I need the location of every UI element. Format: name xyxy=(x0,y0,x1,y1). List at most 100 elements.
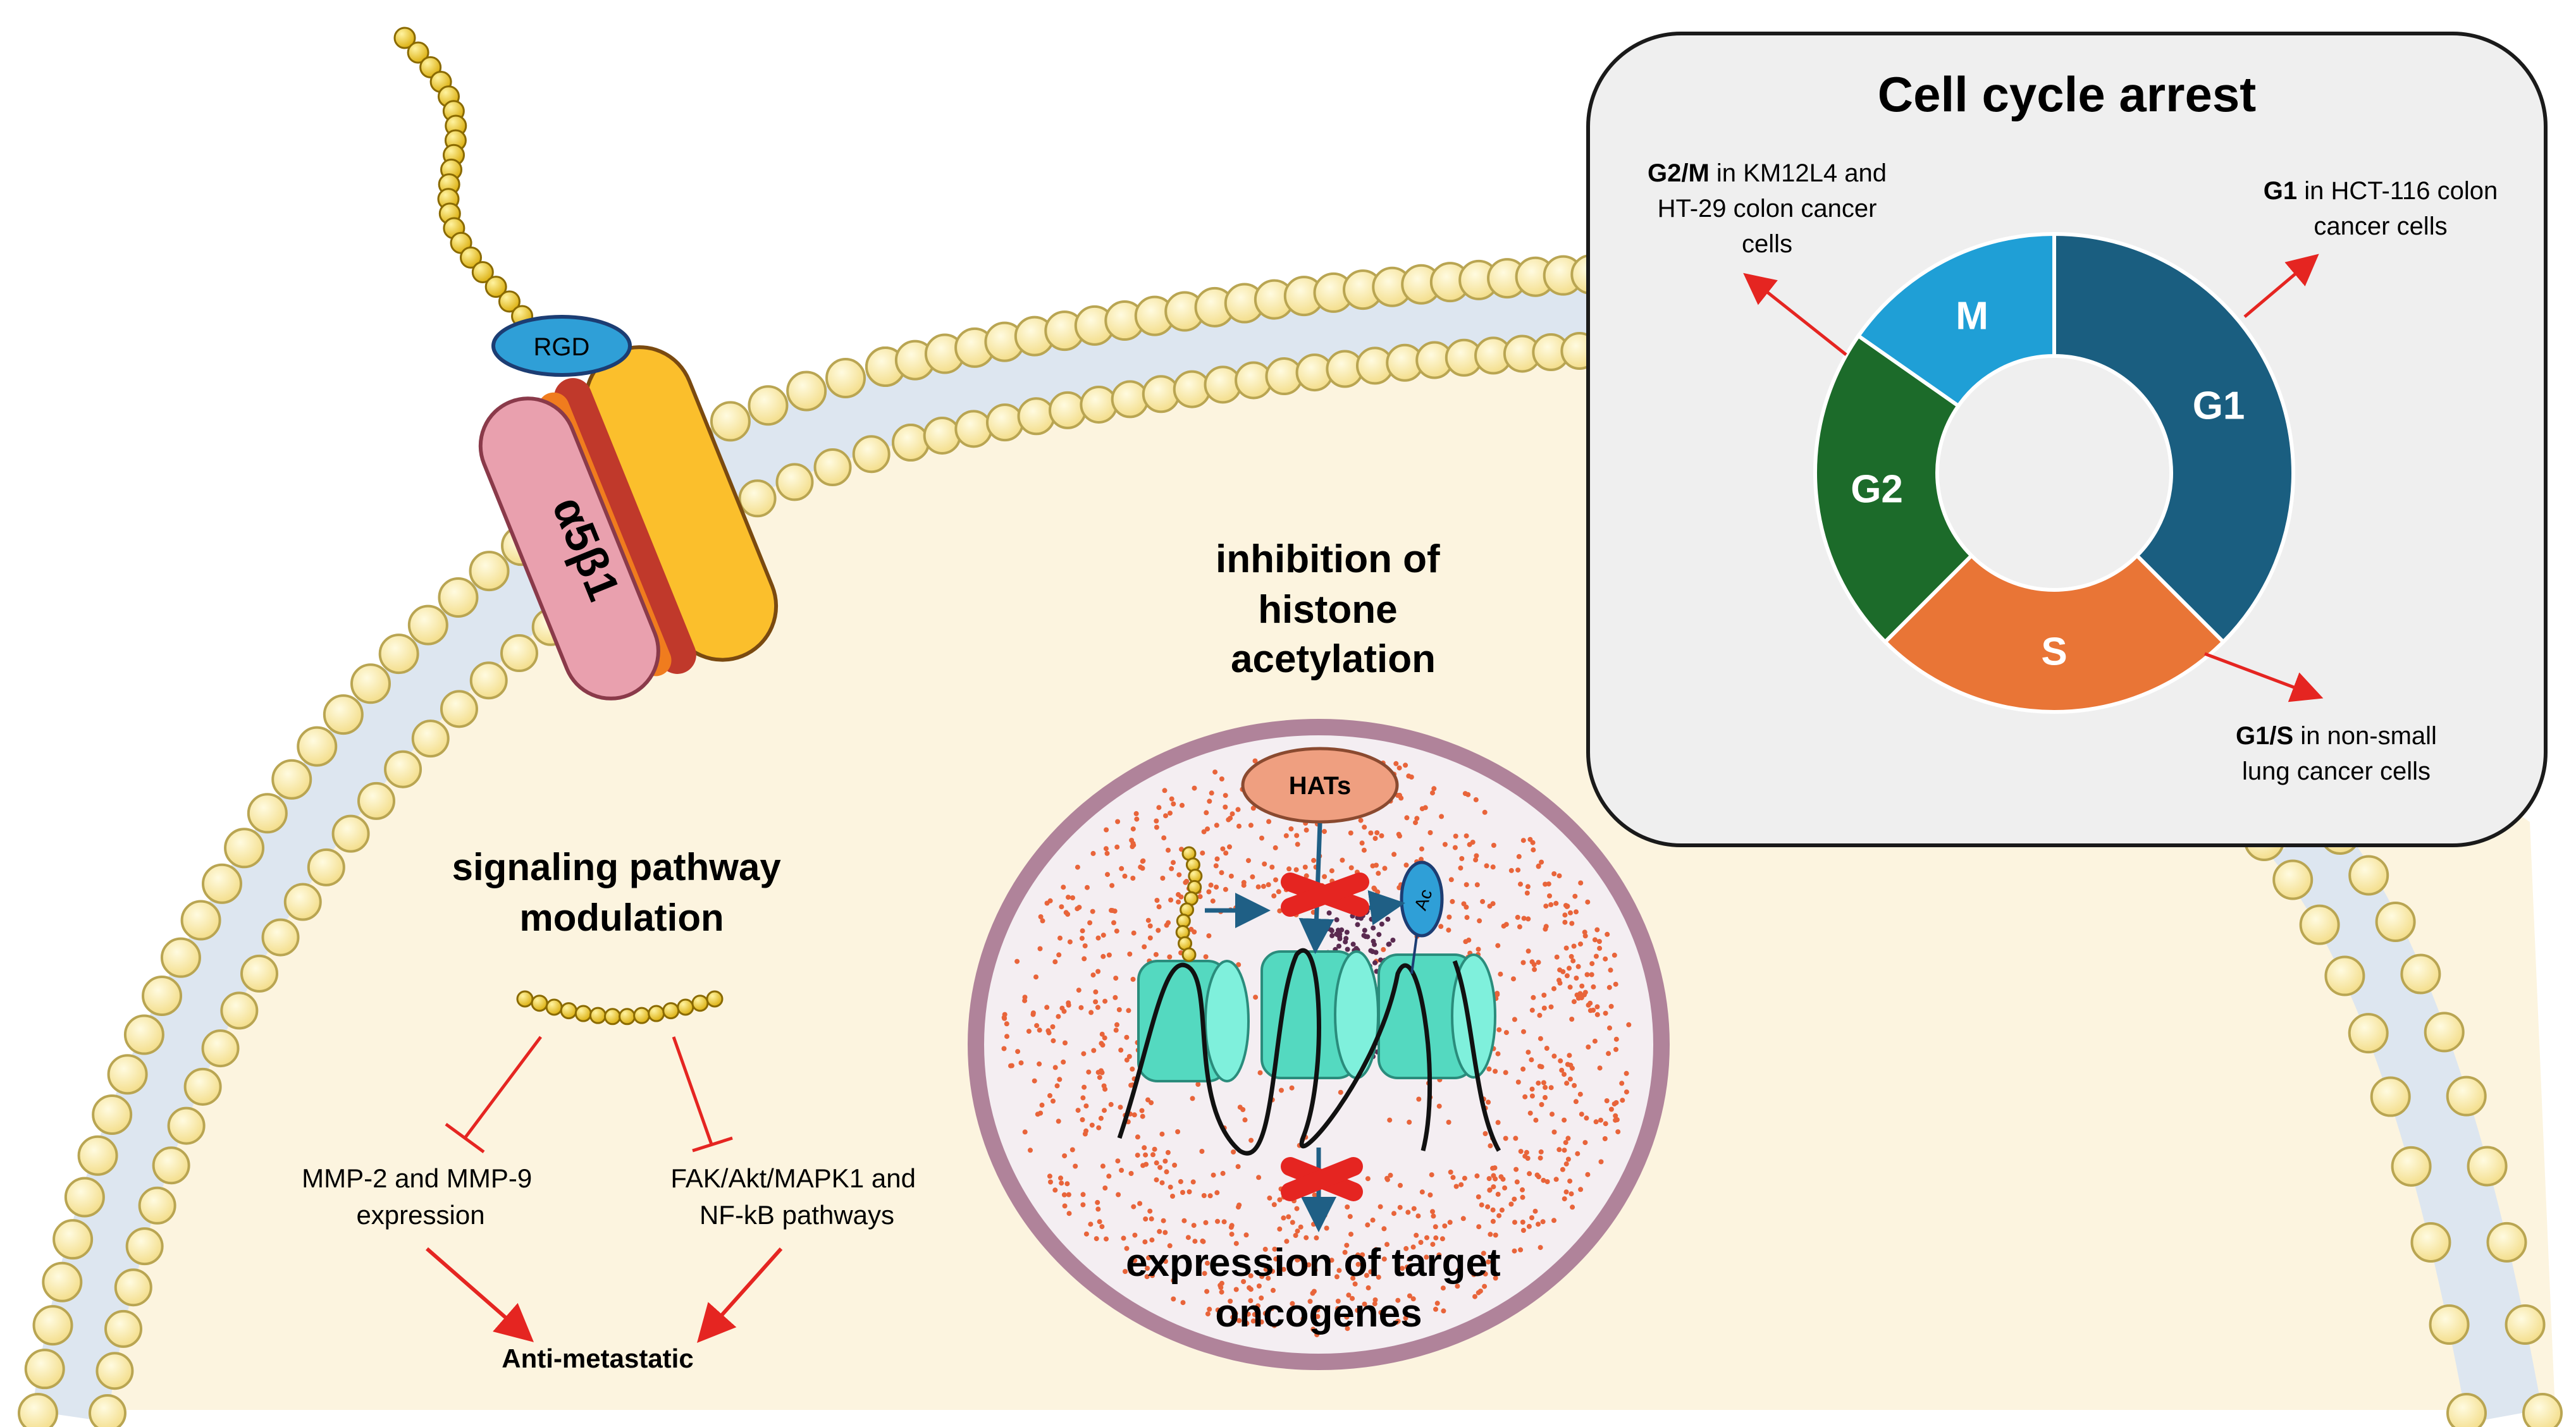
chromatin-dot xyxy=(1479,1202,1484,1208)
chromatin-dot xyxy=(1212,769,1218,775)
chromatin-dot xyxy=(1551,1053,1557,1059)
chromatin-dot xyxy=(1436,1252,1442,1258)
chromatin-dot xyxy=(1493,1069,1498,1074)
lipid-head xyxy=(1142,375,1180,413)
chromatin-dot xyxy=(1102,1086,1108,1092)
chromatin-dot xyxy=(1458,865,1464,871)
chromatin-dot xyxy=(1266,1275,1271,1281)
chromatin-dot xyxy=(1541,1177,1546,1183)
chromatin-dot xyxy=(1344,1314,1350,1320)
chromatin-dot xyxy=(1145,917,1151,923)
chromatin-dot xyxy=(1347,1214,1353,1220)
lipid-heads-right xyxy=(2244,814,2563,1427)
chromatin-dot xyxy=(1142,1239,1148,1245)
chromatin-dot xyxy=(1557,980,1563,986)
chromatin-dot xyxy=(1582,929,1587,935)
chromatin-dot xyxy=(1167,954,1173,960)
lipid-head xyxy=(307,848,345,886)
chromatin-dot xyxy=(1387,1117,1393,1123)
chromatin-dot xyxy=(1585,1172,1591,1177)
chromatin-dot xyxy=(1439,814,1445,819)
chromatin-dot xyxy=(1160,876,1166,881)
chromatin-dot xyxy=(1322,874,1328,879)
chromatin-dot xyxy=(1080,1095,1086,1101)
chromatin-dot xyxy=(1147,1208,1153,1214)
chromatin-dot xyxy=(1540,1219,1546,1225)
chromatin-dot xyxy=(1135,1153,1140,1158)
chromatin-dot xyxy=(1076,988,1082,993)
chromatin-dot xyxy=(1048,1179,1053,1185)
chromatin-dot xyxy=(1090,850,1096,856)
chromatin-dot xyxy=(1490,1218,1496,1224)
chromatin-dot xyxy=(1560,1167,1565,1172)
chromatin-dot xyxy=(1520,1220,1525,1225)
chromatin-dot xyxy=(1598,1117,1603,1123)
chromatin-dot xyxy=(1311,1222,1316,1227)
chromatin-dot xyxy=(1572,893,1578,899)
chromatin-dot xyxy=(1562,1148,1567,1153)
chromatin-dot xyxy=(1130,826,1136,832)
chromatin-dot xyxy=(1543,881,1548,887)
chromatin-dot xyxy=(1220,1170,1226,1176)
chromatin-dot xyxy=(1551,1129,1557,1135)
chromatin-dot xyxy=(1266,882,1271,888)
lipid-head xyxy=(2400,953,2441,995)
chromatin-dot xyxy=(1480,898,1486,904)
chromatin-dot xyxy=(1266,819,1272,824)
chromatin-dot-dark xyxy=(1329,928,1334,934)
peptide-bead xyxy=(471,261,494,284)
lipid-head xyxy=(2446,1393,2487,1427)
chromatin-dot xyxy=(1032,1078,1037,1084)
integrin-alpha-subunit xyxy=(478,396,660,701)
chromatin-dot xyxy=(1108,1101,1114,1107)
phase-segment-g1 xyxy=(2052,231,2295,645)
chromatin-dot xyxy=(1539,859,1544,865)
chromatin-dot xyxy=(1037,1027,1042,1033)
chromatin-dot xyxy=(1099,1068,1104,1074)
chromatin-dot xyxy=(1404,1265,1410,1270)
chromatin-dot xyxy=(1099,1031,1105,1037)
chromatin-dot xyxy=(1403,762,1408,768)
chromatin-dot xyxy=(1126,1008,1131,1014)
chromatin-dot xyxy=(1219,870,1224,876)
chromatin-dot xyxy=(1233,1287,1239,1292)
chromatin-dot xyxy=(1185,1235,1191,1240)
chromatin-dot xyxy=(1131,842,1137,848)
chromatin-dot xyxy=(1002,1012,1008,1017)
chromatin-dot xyxy=(1307,1299,1313,1304)
chromatin-dot xyxy=(1180,802,1185,808)
chromatin-dot xyxy=(1058,1175,1063,1181)
chromatin-dot xyxy=(1310,1314,1316,1320)
chromatin-dot xyxy=(1455,1268,1461,1273)
chromatin-dot xyxy=(1288,826,1294,831)
chromatin-dot xyxy=(1585,899,1591,905)
chromatin-dot xyxy=(1584,1115,1589,1121)
peptide-bead xyxy=(1181,947,1197,962)
chromatin-dot xyxy=(1427,1192,1433,1197)
chromatin-dot xyxy=(1142,1145,1147,1151)
chromatin-dot xyxy=(1537,1012,1543,1018)
chromatin-dot xyxy=(1241,1279,1247,1284)
peptide-chain-nucleus xyxy=(1175,846,1203,962)
chromatin-dot xyxy=(1556,873,1562,879)
block-x-acetylation xyxy=(1281,873,1369,917)
lipid-head xyxy=(42,1261,83,1302)
chromatin-dot xyxy=(1424,1235,1429,1240)
chromatin-dot xyxy=(1544,1046,1550,1051)
chromatin-dot xyxy=(1462,1175,1467,1181)
chromatin-dot xyxy=(1248,1287,1254,1292)
chromatin-dot xyxy=(1154,818,1159,824)
chromatin-dot xyxy=(1248,1298,1254,1304)
integrin-band-red xyxy=(554,377,696,674)
inhibition-left xyxy=(445,1036,542,1154)
chromatin-dot xyxy=(1553,900,1559,906)
chromatin-dot xyxy=(1150,1152,1156,1158)
lipid-head xyxy=(114,1268,152,1307)
chromatin-dot xyxy=(1102,998,1108,1004)
chromatin-dot xyxy=(1262,861,1267,867)
chromatin-dot xyxy=(1103,846,1109,852)
chromatin-dot xyxy=(1109,883,1115,888)
chromatin-dot xyxy=(1532,1208,1538,1214)
chromatin-dot xyxy=(1563,1189,1569,1195)
chromatin-dot xyxy=(1106,1173,1112,1179)
